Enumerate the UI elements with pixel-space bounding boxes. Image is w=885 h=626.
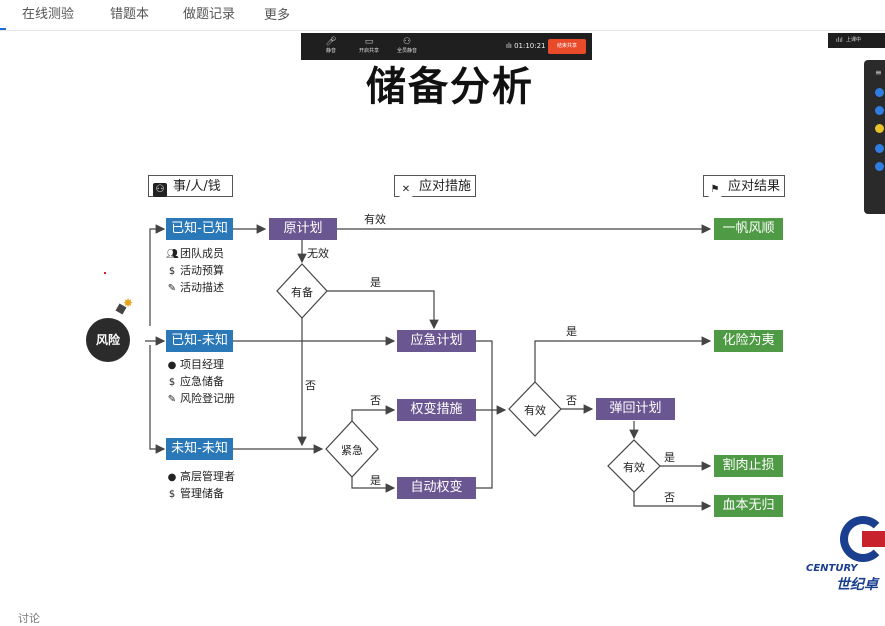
logo-text: CENTURY — [806, 563, 858, 574]
edge-label: 否 — [305, 379, 316, 392]
screen-share-icon: ▭ — [364, 37, 374, 47]
tab-more[interactable]: 更多 — [264, 8, 291, 23]
company-logo-icon — [840, 516, 885, 562]
group-icon: ⚇ — [402, 37, 412, 47]
edge-label: 否 — [566, 394, 577, 407]
stray-dot — [104, 272, 106, 274]
edge-label: 否 — [370, 394, 381, 407]
money-bag-icon: $ — [168, 377, 176, 388]
participant-avatar[interactable] — [875, 162, 884, 171]
team-icon: 👥︎ — [166, 249, 179, 260]
sub-item: ✎活动描述 — [167, 281, 224, 294]
top-nav: 在线测验 错题本 做题记录 更多 — [0, 0, 885, 31]
participant-avatar[interactable] — [875, 124, 884, 133]
tab-records[interactable]: 做题记录 — [183, 7, 236, 22]
action-workaround: 权变措施 — [397, 399, 476, 421]
category-known-unknown: 已知-未知 — [166, 330, 233, 352]
decision-urgent: 紧急 — [341, 444, 363, 457]
decision-reserve: 有备 — [291, 286, 313, 299]
menu-icon[interactable]: ≡ — [875, 68, 882, 77]
decision-effective: 有效 — [524, 404, 546, 417]
category-unknown-unknown: 未知-未知 — [166, 438, 233, 460]
slide-title: 储备分析 — [366, 64, 534, 110]
tools-icon: ✕ — [399, 183, 413, 197]
decision-effective: 有效 — [623, 461, 645, 474]
action-fallback-plan: 弹回计划 — [596, 398, 675, 420]
participant-avatar[interactable] — [875, 106, 884, 115]
action-contingency-plan: 应急计划 — [397, 330, 476, 352]
money-bag-icon: $ — [168, 489, 176, 500]
sub-item: $管理储备 — [166, 485, 224, 501]
column-header-scope: ⚇事/人/钱 — [148, 175, 233, 197]
tab-online-quiz[interactable]: 在线测验 — [22, 7, 75, 22]
action-auto-workaround: 自动权变 — [397, 477, 476, 499]
logo-text: 世纪卓 — [836, 577, 878, 593]
money-bag-icon: $ — [168, 266, 176, 277]
category-known-known: 已知-已知 — [166, 218, 233, 240]
flag-icon: ⚑ — [708, 183, 722, 197]
edge-label: 无效 — [307, 247, 329, 260]
edge-label: 有效 — [364, 213, 386, 226]
meeting-toolbar: 🎤︎ 静音 ▭ 开启共享 ⚇ 全员静音 ılı 01:10:21 结束共享 — [301, 33, 592, 60]
session-timer: ılı 01:10:21 — [506, 42, 546, 50]
spark-icon: ✸ — [123, 296, 134, 310]
result-averted: 化险为夷 — [714, 330, 783, 352]
sub-item: ✎风险登记册 — [167, 392, 235, 405]
risk-bomb-icon: 风险 — [86, 318, 130, 362]
signal-icon: ılı — [506, 42, 515, 50]
edge-label: 否 — [664, 491, 675, 504]
edge-label: 是 — [566, 325, 577, 338]
column-header-result: ⚑应对结果 — [703, 175, 785, 197]
class-status-indicator: ılıl 上课中 — [828, 33, 885, 48]
edge-label: 是 — [370, 474, 381, 487]
tab-mistakes[interactable]: 错题本 — [110, 7, 150, 22]
sub-item: 👥︎团队成员 — [166, 247, 224, 260]
sub-item: ●项目经理 — [167, 358, 224, 371]
edge-label: 是 — [664, 451, 675, 464]
participant-avatar[interactable] — [875, 144, 884, 153]
person-icon: ● — [167, 472, 177, 483]
mute-button[interactable]: 🎤︎ 静音 — [317, 37, 345, 54]
mute-all-button[interactable]: ⚇ 全员静音 — [393, 37, 421, 54]
microphone-icon: 🎤︎ — [325, 37, 337, 47]
sub-item: ●高层管理者 — [167, 470, 235, 483]
signal-bars-icon: ılıl — [836, 37, 843, 44]
company-logo-mark — [862, 531, 885, 547]
sub-item: $应急储备 — [166, 373, 224, 389]
document-icon: ✎ — [167, 283, 177, 294]
result-total-loss: 血本无归 — [714, 495, 783, 517]
active-tab-indicator — [0, 28, 6, 30]
discussion-label[interactable]: 讨论 — [18, 612, 40, 625]
action-original-plan: 原计划 — [269, 218, 337, 240]
document-icon: ✎ — [167, 394, 177, 405]
people-icon: ⚇ — [153, 183, 167, 197]
result-smooth: 一帆风顺 — [714, 218, 783, 240]
participant-panel[interactable]: ≡ — [864, 60, 885, 214]
result-cut-loss: 割肉止损 — [714, 455, 783, 477]
edge-label: 是 — [370, 276, 381, 289]
column-header-response: ✕应对措施 — [394, 175, 476, 197]
stop-share-button[interactable]: 结束共享 — [548, 39, 586, 54]
person-icon: ● — [167, 360, 177, 371]
sub-item: $活动预算 — [166, 262, 224, 278]
participant-avatar[interactable] — [875, 88, 884, 97]
share-button[interactable]: ▭ 开启共享 — [355, 37, 383, 54]
